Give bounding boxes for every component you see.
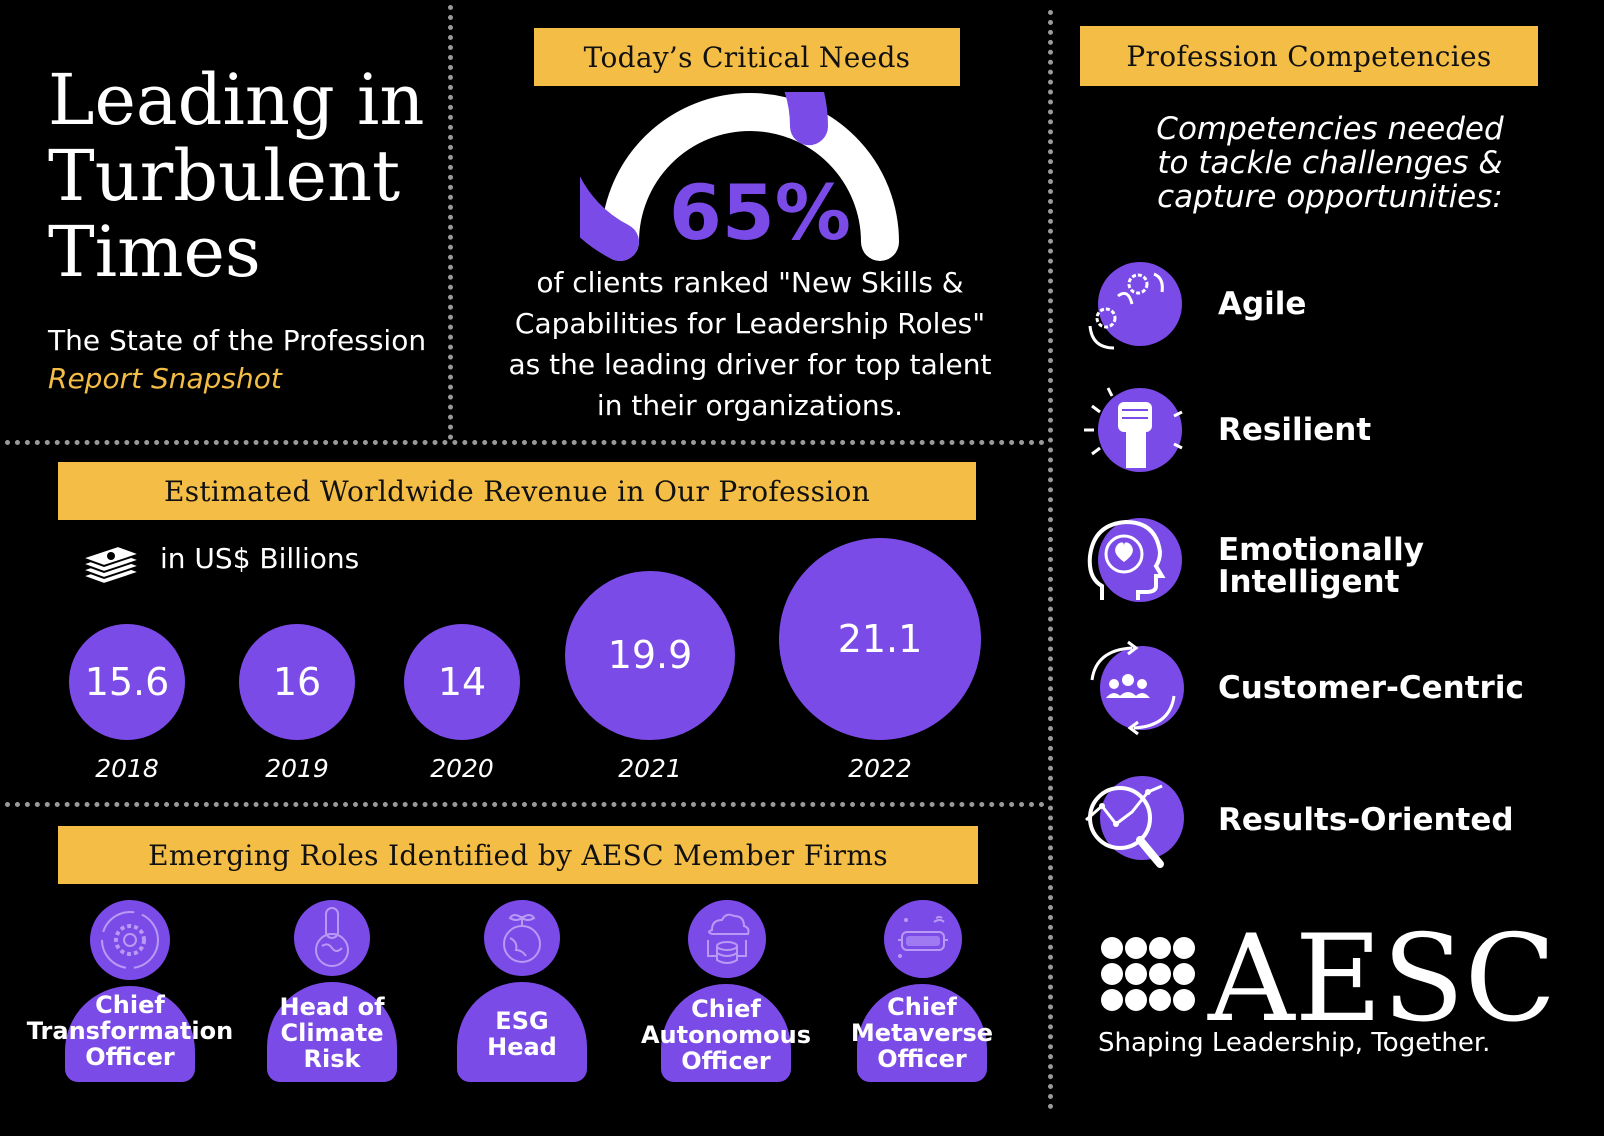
revenue-bubble-2020: 14 [404, 624, 520, 740]
divider-vertical-left [448, 5, 453, 440]
description-line: in their organizations. [596, 389, 904, 422]
head-heart-icon [1087, 518, 1182, 602]
revenue-year-label: 2019 [265, 754, 329, 783]
money-stack-icon [78, 544, 144, 586]
roles-banner: Emerging Roles Identified by AESC Member… [58, 826, 978, 884]
revenue-bubble-2021: 19.9 [565, 570, 735, 740]
agile-gears-icon [1088, 262, 1182, 350]
revenue-bubble-2022: 21.1 [779, 538, 981, 740]
revenue-bubble-2018: 15.6 [69, 624, 185, 740]
revenue-banner: Estimated Worldwide Revenue in Our Profe… [58, 462, 976, 520]
magnifier-chart-icon [1085, 776, 1184, 868]
role-label: Chief Transformation Officer [26, 991, 234, 1071]
role-chief-transformation-officer: Chief Transformation Officer [27, 900, 233, 1100]
cloud-database-icon [707, 913, 750, 964]
competencies-banner: Profession Competencies [1080, 26, 1538, 86]
role-label: ESG Head [487, 1007, 557, 1061]
role-chief-metaverse-officer: Chief Metaverse Officer [822, 900, 1022, 1100]
description-line: Capabilities for Leadership Roles" [514, 307, 986, 340]
revenue-unit-label: in US$ Billions [160, 542, 360, 575]
customer-cycle-icon [1090, 640, 1184, 736]
competencies-subtitle: Competencies needed to tackle challenges… [1156, 111, 1504, 215]
role-head-of-climate-risk: Head of Climate Risk [232, 900, 432, 1100]
competency-emotionally-intelligent: Emotionally Intelligent [1218, 532, 1424, 600]
revenue-year-label: 2020 [430, 754, 494, 783]
revenue-year-label: 2021 [618, 754, 682, 783]
divider-vertical-right [1048, 10, 1053, 1110]
report-subtitle: The State of the Profession [48, 324, 427, 357]
aesc-tagline: Shaping Leadership, Together. [1098, 1028, 1491, 1058]
role-label: Chief Autonomous Officer [640, 995, 812, 1075]
revenue-bubble-2019: 16 [239, 624, 355, 740]
divider-horizontal-mid [5, 802, 1045, 807]
competency-resilient: Resilient [1218, 412, 1372, 448]
description-line: of clients ranked "New Skills & [536, 266, 964, 299]
main-title-line-2: Turbulent [48, 135, 401, 217]
role-label: Head of Climate Risk [279, 993, 385, 1073]
role-label: Chief Metaverse Officer [850, 993, 994, 1073]
competency-agile: Agile [1218, 286, 1307, 322]
main-title-line-3: Times [48, 211, 261, 293]
revenue-year-label: 2018 [95, 754, 159, 783]
competency-results-oriented: Results-Oriented [1218, 802, 1514, 838]
role-esg-head: ESG Head [422, 900, 622, 1100]
raised-fist-icon [1084, 387, 1183, 472]
gauge-percent: 65% [669, 168, 851, 257]
revenue-year-label: 2022 [848, 754, 912, 783]
aesc-logo-text: AESC [1208, 910, 1557, 1049]
competency-customer-centric: Customer-Centric [1218, 670, 1524, 706]
report-subtitle-highlight: Report Snapshot [48, 362, 282, 395]
transformation-gear-icon [101, 911, 159, 969]
vr-headset-icon [898, 916, 948, 958]
globe-sprout-icon [503, 914, 541, 963]
critical-needs-description: of clients ranked "New Skills & Capabili… [480, 262, 1020, 426]
aesc-dots-logo-icon [1101, 937, 1195, 1011]
main-title-line-1: Leading in [48, 59, 425, 141]
main-title: Leading in Turbulent Times [48, 62, 448, 290]
thermometer-globe-icon [315, 907, 349, 967]
role-chief-autonomous-officer: Chief Autonomous Officer [626, 900, 826, 1100]
description-line: as the leading driver for top talent [508, 348, 992, 381]
gauge-chart [580, 92, 899, 261]
divider-horizontal-top [5, 440, 1045, 445]
critical-needs-banner: Today’s Critical Needs [534, 28, 960, 86]
gauge-track [601, 93, 899, 261]
